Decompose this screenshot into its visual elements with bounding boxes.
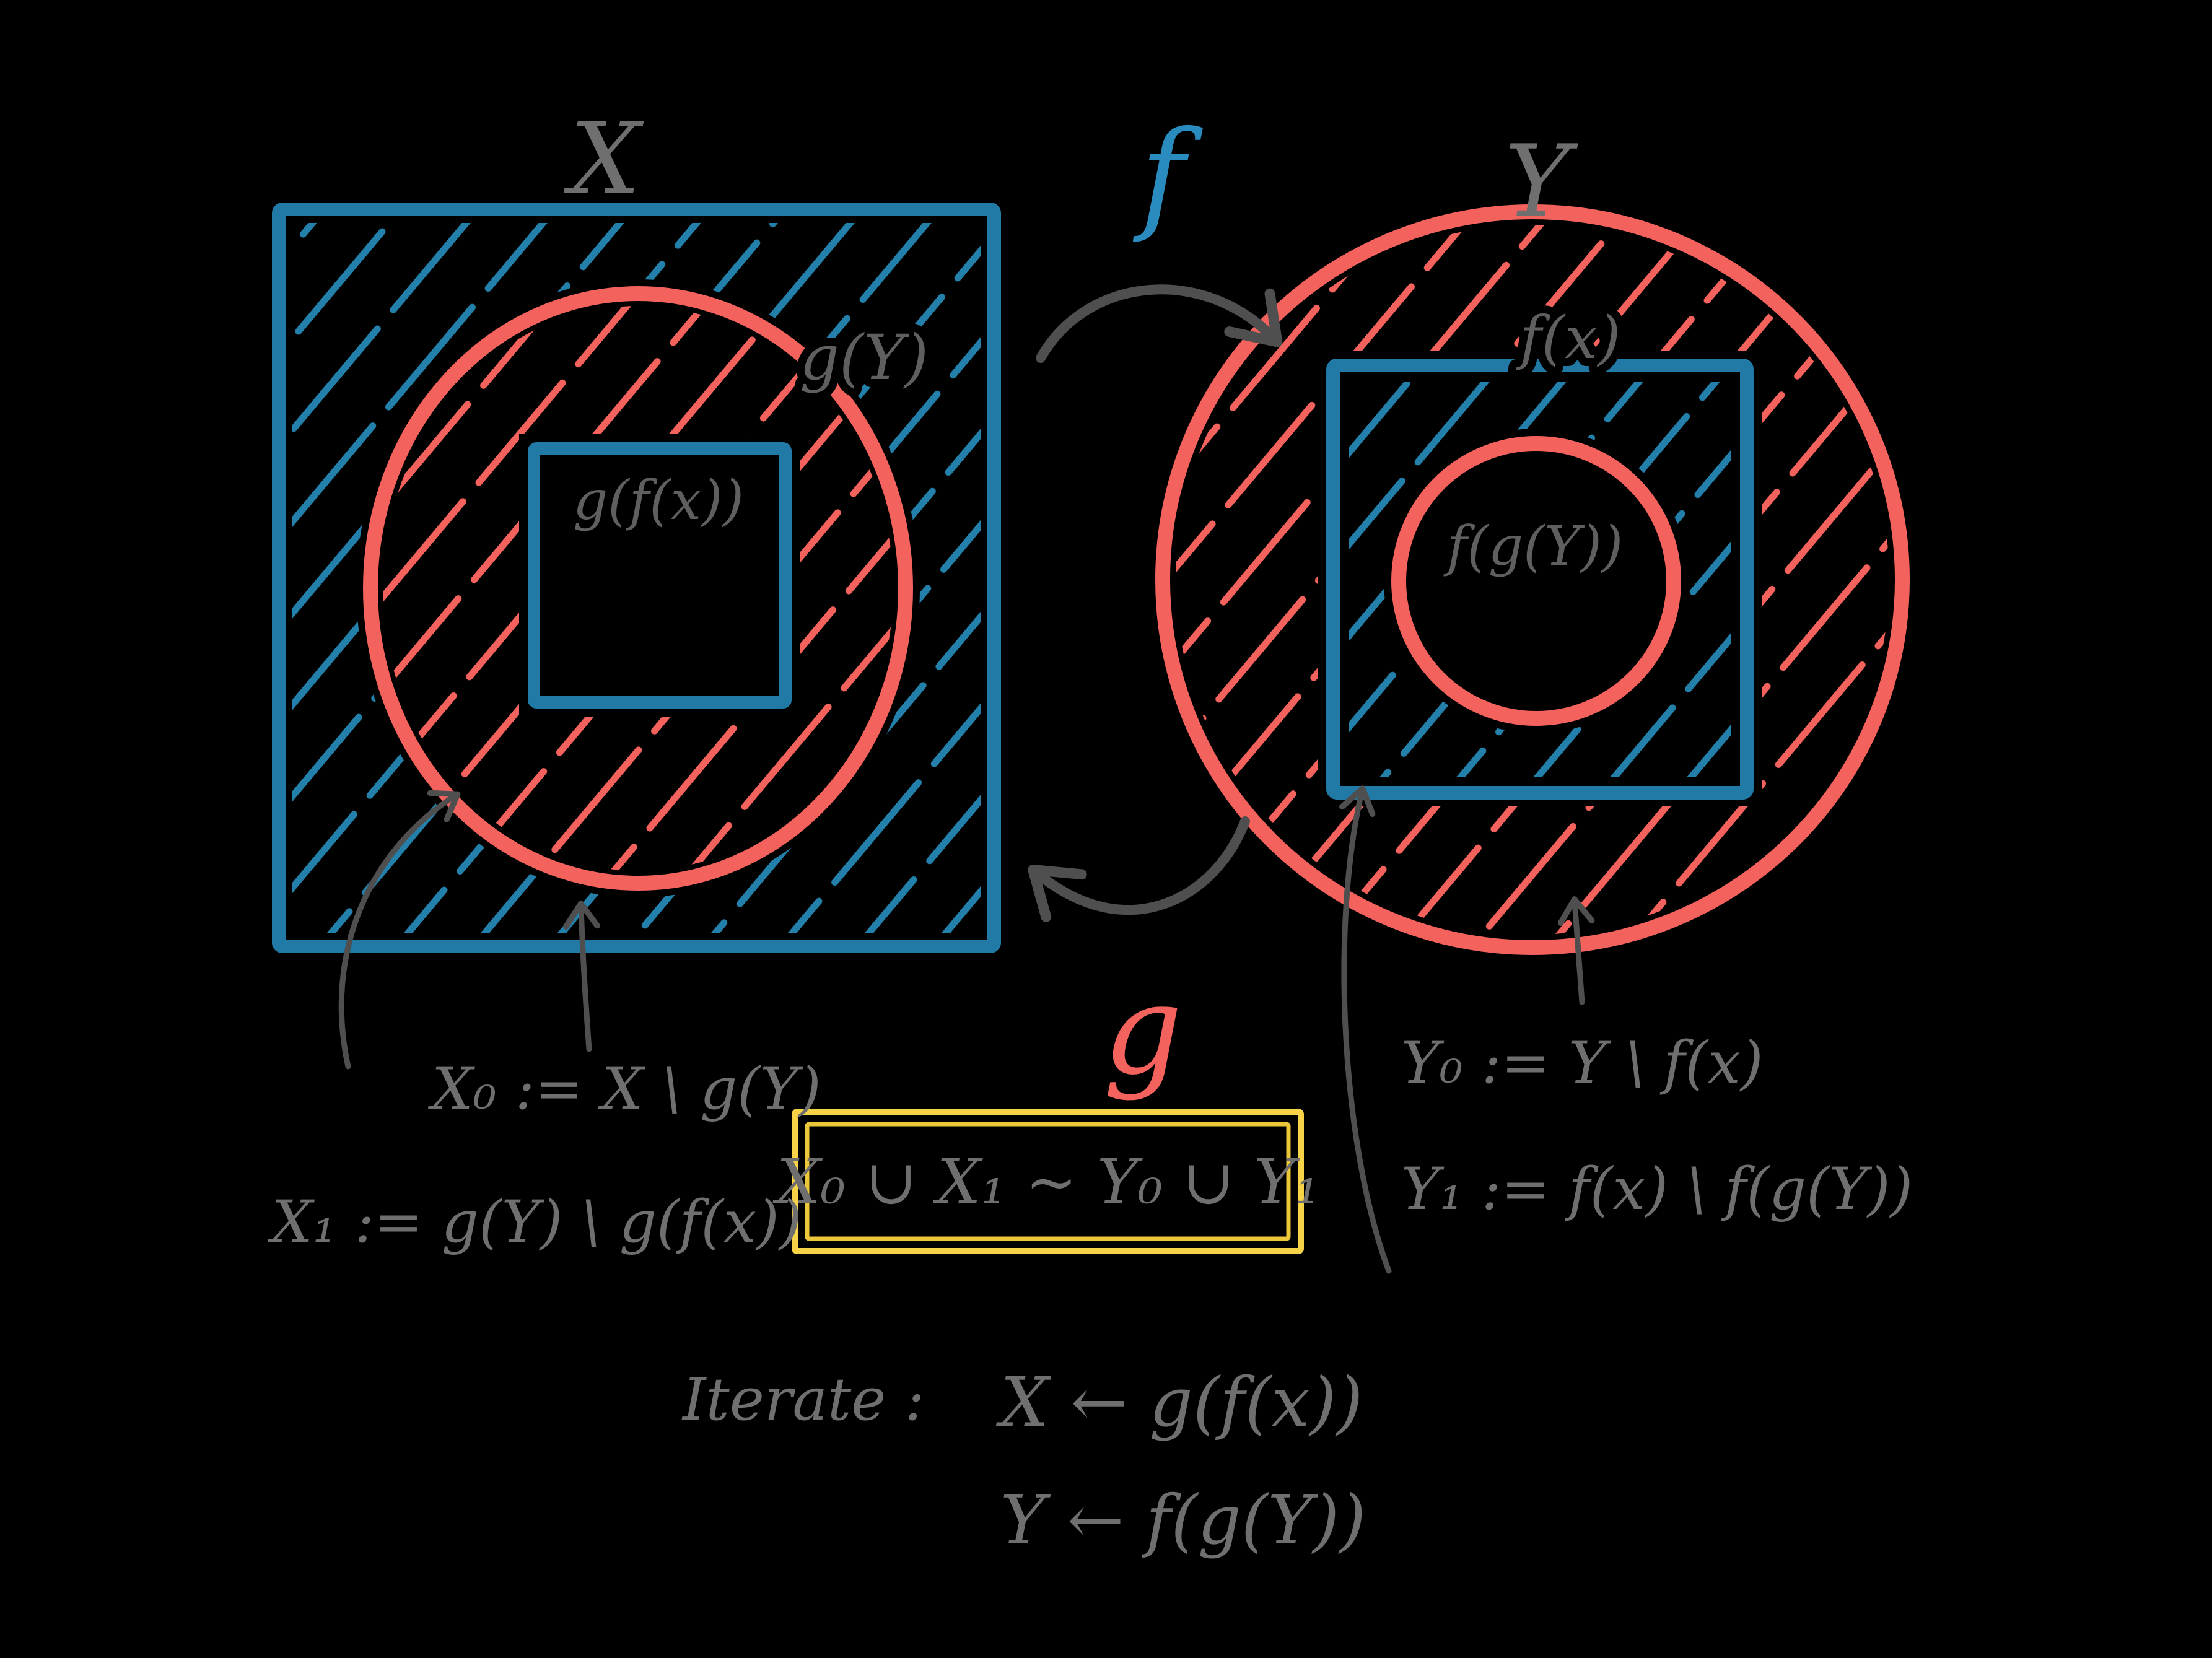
y1-pointer-arrow (1339, 785, 1392, 1274)
y0-pointer-arrow (1557, 896, 1595, 1005)
y1-definition: Y₁ := f(x) \ f(g(Y)) (1401, 1156, 1913, 1223)
f-of-g-of-y-gap (1384, 429, 1689, 733)
equivalence-box-inner-border (805, 1122, 1291, 1241)
g-of-f-of-x-gap (519, 434, 800, 717)
g-map-arrow (1028, 816, 1250, 922)
g-of-f-of-x-square (528, 442, 792, 709)
equivalence-formula: X₀ ∪ X₁ ~ Y₀ ∪ Y₁ (772, 1146, 1320, 1218)
set-y-circle (1155, 204, 1910, 955)
x1-definition: X₁ := g(Y) \ g(f(x)) (267, 1189, 802, 1256)
f-map-label: f (1133, 105, 1204, 245)
x0-definition: X₀ := X \ g(Y) (427, 1055, 821, 1123)
g-of-y-label: g(Y) (800, 321, 929, 394)
set-y-label: Y (1505, 123, 1578, 239)
g-of-y-circle (363, 286, 913, 891)
f-of-x-square (1326, 359, 1754, 800)
iterate-line2: Y ← f(g(Y)) (1000, 1480, 1366, 1560)
g-map-label: g (1103, 958, 1183, 1102)
x1-pointer-arrow (338, 790, 461, 1070)
iterate-line1: X ← g(f(x)) (995, 1363, 1363, 1442)
f-of-g-of-y-circle (1391, 436, 1681, 726)
set-y-group (1155, 204, 1910, 955)
set-x-label: X (563, 101, 644, 217)
equivalence-box-outer-border (792, 1109, 1304, 1254)
f-map-arrow (1036, 284, 1283, 363)
equivalence-box (792, 1109, 1304, 1254)
f-of-x-label: f(x) (1516, 304, 1621, 372)
x0-pointer-arrow (563, 901, 600, 1052)
g-of-f-of-x-label: g(f(x)) (573, 468, 744, 532)
y0-definition: Y₀ := Y \ f(x) (1401, 1029, 1764, 1097)
set-x-group (272, 203, 1001, 953)
set-x-square (272, 203, 1001, 953)
f-of-g-of-y-label: f(g(Y)) (1443, 514, 1623, 578)
iterate-label: Iterate : (681, 1366, 925, 1434)
